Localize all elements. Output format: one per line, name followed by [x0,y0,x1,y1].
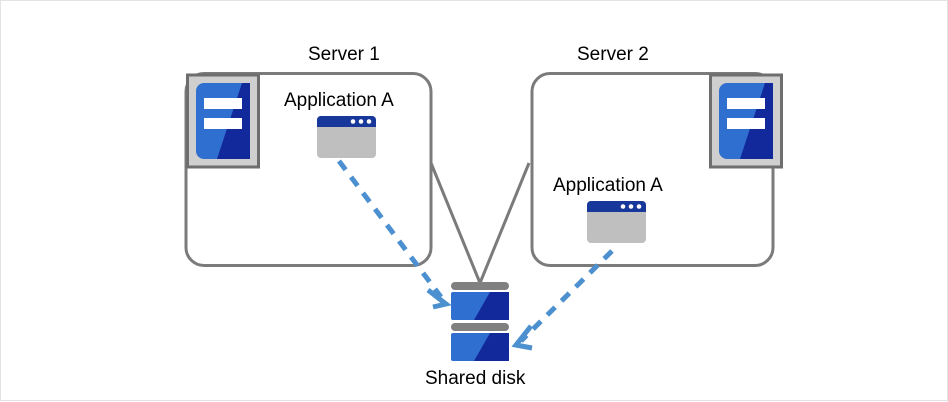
app-a-server2-to-disk-arrow [511,249,614,351]
server-icon-body-dark-corner-tr [242,83,250,91]
application-window-dot-3 [366,119,372,124]
server1-to-disk-line [429,162,482,284]
server-1-server-icon [186,73,260,169]
arrow-head [511,324,533,351]
shared-disk-icon [451,282,509,361]
connector-lines [429,162,531,284]
disk-bar-top [451,282,509,290]
shared-disk-label: Shared disk [425,368,526,389]
server-icon-bar-top [204,98,242,109]
arrow-head [426,288,452,310]
application-window-dot-3 [636,204,642,209]
arrow-shaft [337,159,443,299]
server-icon-bar-bottom [727,118,765,129]
application-window-titlebar [317,116,376,127]
server-1-application-window-icon [317,116,376,158]
application-window-titlebar [587,201,646,212]
server-2-application-window-icon [587,201,646,243]
server-2-title: Server 2 [577,44,649,65]
application-window-dot-1 [350,119,356,124]
disk-block-top [451,292,509,320]
disk-block-bottom [451,333,509,361]
server-2-server-icon [709,73,783,169]
server-icon-bar-bottom [204,118,242,129]
server-1-title: Server 1 [308,44,380,65]
server-1-application-label: Application A [284,90,394,111]
application-window-dot-1 [620,204,626,209]
disk-block-bottom-dark [474,333,509,361]
server-icon-body-dark-corner-br [217,151,250,159]
disk-bar-bottom [451,323,509,331]
arrow-shaft [519,249,614,343]
server-icon-bar-top [727,98,765,109]
disk-block-top-dark [474,292,509,320]
server-icon-body-dark-corner-br [740,151,773,159]
application-window-dot-2 [628,204,634,209]
server-2-application-label: Application A [553,175,663,196]
server2-to-disk-line [478,162,531,284]
server-icon-body-dark-corner-tr [765,83,773,91]
application-window-dot-2 [358,119,364,124]
app-a-server1-to-disk-arrow [337,159,452,310]
